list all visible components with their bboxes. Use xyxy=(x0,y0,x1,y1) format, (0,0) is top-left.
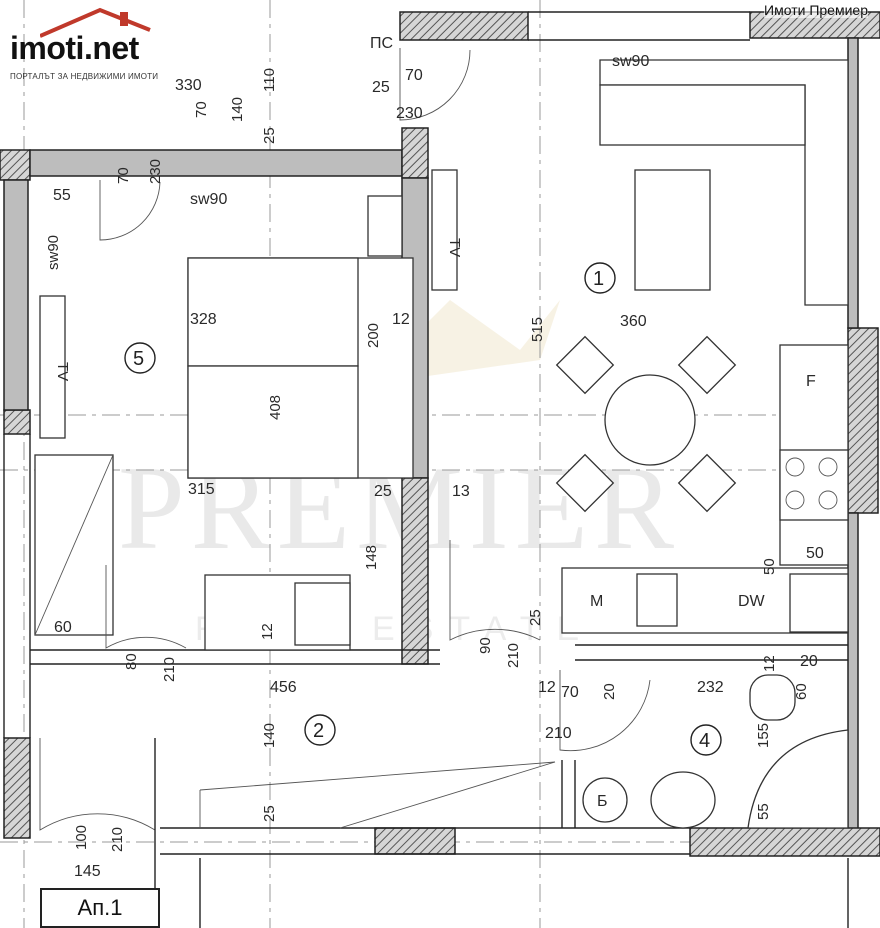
dim-330: 330 xyxy=(175,77,202,94)
room-number-5: 5 xyxy=(133,348,144,370)
agency-caption: Имоти Премиер xyxy=(764,2,868,18)
dim-456: 456 xyxy=(270,679,297,696)
washing-machine-label: M xyxy=(590,593,603,610)
dim-13: 13 xyxy=(452,483,470,500)
logo-text: imoti.net xyxy=(10,30,139,66)
dim-55b: 55 xyxy=(755,803,772,820)
tv-label-2: TV xyxy=(54,362,71,381)
dim-80: 80 xyxy=(123,653,140,670)
dim-230b: 230 xyxy=(147,159,164,184)
ps-label: ПС xyxy=(370,35,393,52)
dim-232: 232 xyxy=(697,679,724,696)
fridge-label: F xyxy=(806,373,816,390)
logo-roof-icon xyxy=(40,7,151,38)
furniture xyxy=(34,59,849,829)
dim-100: 100 xyxy=(73,825,90,850)
apartment-label: Ап.1 xyxy=(40,888,160,928)
dishwasher-label: DW xyxy=(738,593,766,610)
dim-155: 155 xyxy=(755,723,772,748)
dim-200: 200 xyxy=(365,323,382,348)
logo-tagline: ПОРТАЛЪТ ЗА НЕДВИЖИМИ ИМОТИ xyxy=(10,72,159,81)
dim-50a: 50 xyxy=(761,558,778,575)
dim-60: 60 xyxy=(54,619,72,636)
site-logo[interactable]: imoti.net xyxy=(10,30,139,67)
dim-210c: 210 xyxy=(545,725,572,742)
door-swings xyxy=(39,48,849,928)
dim-210d: 210 xyxy=(109,827,126,852)
dim-70c: 70 xyxy=(115,167,132,184)
dim-12c: 12 xyxy=(538,679,556,696)
dim-70b: 70 xyxy=(405,67,423,84)
dim-140a: 140 xyxy=(229,97,246,122)
sw90-top-label: sw90 xyxy=(612,53,649,70)
dim-145: 145 xyxy=(74,863,101,880)
dim-360: 360 xyxy=(620,313,647,330)
dim-515: 515 xyxy=(529,317,546,342)
dim-20a: 20 xyxy=(601,683,618,700)
dim-210b: 210 xyxy=(505,643,522,668)
dim-148: 148 xyxy=(363,545,380,570)
dimension-labels: 330 70 140 110 25 70 230 25 70 230 55 32… xyxy=(53,67,824,880)
room-number-2: 2 xyxy=(313,720,324,742)
dim-25d: 25 xyxy=(527,609,544,626)
dim-60b: 60 xyxy=(793,683,810,700)
dim-20b: 20 xyxy=(800,653,818,670)
boiler-label: Б xyxy=(597,793,608,810)
dim-315: 315 xyxy=(188,481,215,498)
dim-50b: 50 xyxy=(806,545,824,562)
dim-408: 408 xyxy=(267,395,284,420)
dim-110: 110 xyxy=(261,68,278,92)
room-number-4: 4 xyxy=(699,730,710,752)
dim-90: 90 xyxy=(477,637,494,654)
dim-70a: 70 xyxy=(193,101,210,118)
dim-210a: 210 xyxy=(161,657,178,682)
dim-230a: 230 xyxy=(396,105,423,122)
dim-55: 55 xyxy=(53,187,71,204)
fixture-labels: sw90 sw90 sw90 TV TV ПС F M DW xyxy=(45,35,816,610)
sw90-mid-label: sw90 xyxy=(190,191,227,208)
dim-70d: 70 xyxy=(561,684,579,701)
dim-12a: 12 xyxy=(392,311,410,328)
dim-328: 328 xyxy=(190,311,217,328)
dim-12b: 12 xyxy=(259,623,276,640)
dim-25e: 25 xyxy=(261,805,278,822)
dim-12d: 12 xyxy=(761,655,778,672)
tv-label-1: TV xyxy=(446,238,463,257)
sw90-left-label: sw90 xyxy=(45,235,62,270)
dim-25b: 25 xyxy=(261,127,278,144)
room-number-1: 1 xyxy=(593,268,604,290)
dim-25c: 25 xyxy=(374,483,392,500)
dim-140b: 140 xyxy=(261,723,278,748)
dim-25a: 25 xyxy=(372,79,390,96)
room-markers: 1 5 2 4 Б xyxy=(124,262,722,810)
